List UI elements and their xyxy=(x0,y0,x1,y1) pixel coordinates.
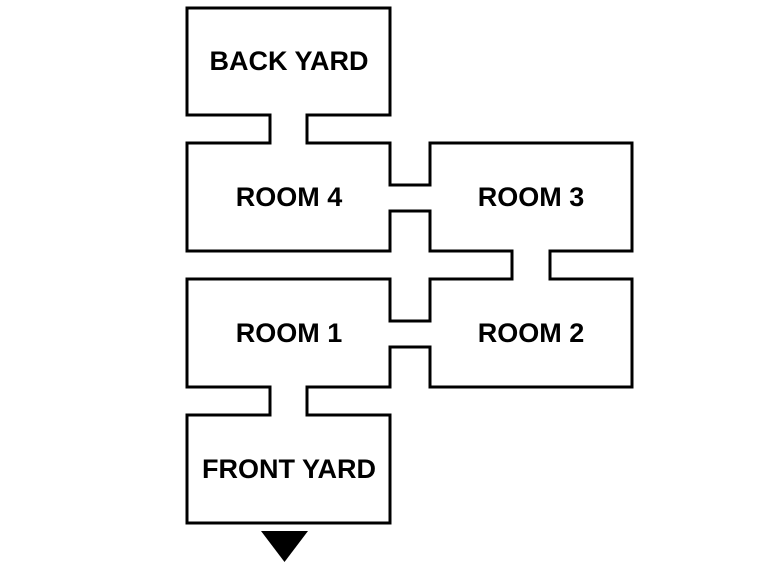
back-yard-walls xyxy=(185,6,392,117)
room-2: ROOM 2 xyxy=(428,277,634,389)
front-yard-walls xyxy=(185,413,392,525)
room-4-walls xyxy=(185,141,392,253)
room-front-yard: FRONT YARD xyxy=(185,413,392,525)
room-back-yard: BACK YARD xyxy=(185,6,392,117)
room-2-label: ROOM 2 xyxy=(478,318,585,348)
room-3-walls xyxy=(428,141,634,253)
doorway-room-3-room-2 xyxy=(510,249,552,281)
doorway-room-1-room-2 xyxy=(388,319,432,349)
room-3-label: ROOM 3 xyxy=(478,182,585,212)
doorway-back-yard-room-4 xyxy=(268,113,309,145)
doorway-room-4-room-3 xyxy=(388,183,432,213)
room-4-label: ROOM 4 xyxy=(236,182,343,212)
doorway-room-1-front-yard xyxy=(268,385,309,417)
down-triangle-icon xyxy=(261,531,308,562)
room-4: ROOM 4 xyxy=(185,141,392,253)
room-1-label: ROOM 1 xyxy=(236,318,343,348)
room-3: ROOM 3 xyxy=(428,141,634,253)
room-2-walls xyxy=(428,277,634,389)
room-1: ROOM 1 xyxy=(185,277,392,389)
back-yard-label: BACK YARD xyxy=(209,46,368,76)
room-1-walls xyxy=(185,277,392,389)
front-yard-label: FRONT YARD xyxy=(202,454,376,484)
